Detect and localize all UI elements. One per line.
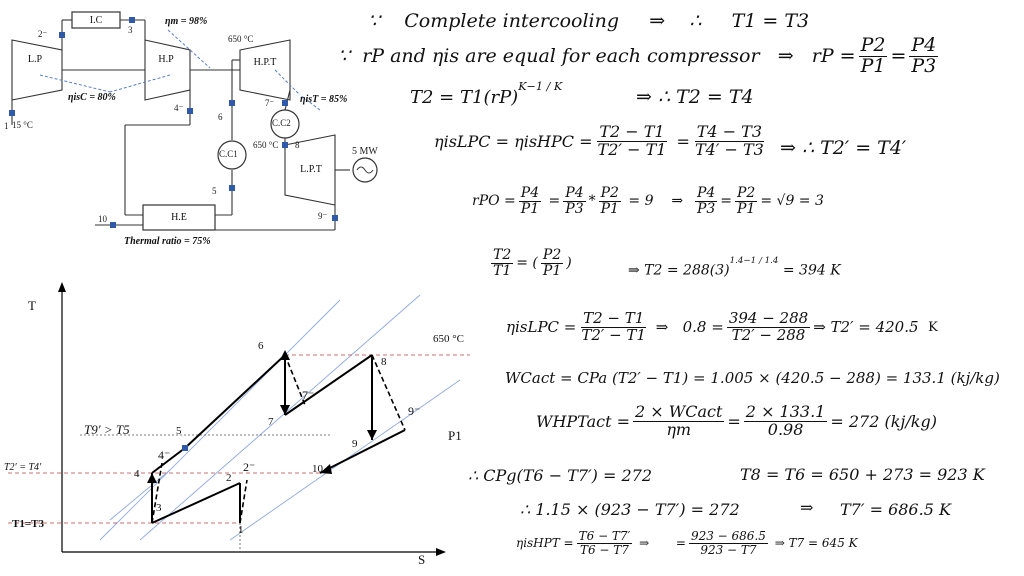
ts-p1-label: P1 — [448, 428, 462, 443]
power-label: 5 MW — [352, 146, 378, 157]
lp-turbine: L.P.T — [300, 163, 322, 175]
eta-isc-label: ηisC = 80% — [68, 92, 116, 103]
ts-point-9: 9 — [352, 438, 358, 450]
hp-compressor: H.P — [158, 53, 174, 65]
temp-650-a: 650 °C — [228, 34, 254, 44]
ts-point-9-act: 9⁻ — [408, 404, 421, 418]
state-9: 9⁻ — [318, 211, 328, 221]
ts-650-label: 650 °C — [433, 333, 464, 345]
eq-line-3b: ⇒ ∴ T2 = T4 — [636, 86, 754, 108]
heat-exchanger: H.E — [171, 211, 187, 223]
eq-line-3: T2 = T1(rP)K−1 / K — [410, 80, 563, 108]
ts-point-4-act: 4⁻ — [158, 448, 171, 462]
eq-line-11b: ⇒ — [800, 498, 814, 517]
ts-lines — [8, 282, 470, 556]
eq-line-2: ∵ rP and ηis are equal for each compress… — [338, 34, 939, 77]
ts-point-3: 3 — [156, 502, 162, 514]
state-8: 8 — [295, 140, 300, 150]
ts-point-4: 4 — [134, 468, 140, 480]
ts-point-6: 6 — [258, 340, 264, 352]
state-1: 1 — [4, 121, 9, 131]
ts-point-2: 2 — [226, 472, 232, 484]
cc1-label: C.C1 — [219, 149, 238, 159]
state-10: 10 — [98, 214, 107, 224]
temp-650-b: 650 °C — [253, 140, 279, 150]
schematic-lines — [9, 11, 378, 231]
state-4: 4⁻ — [174, 103, 184, 113]
state-5: 5 — [212, 186, 217, 196]
ts-t2-t4-label: T2′ = T4′ — [4, 462, 42, 473]
ts-t9-t5-label: T9′ > T5 — [84, 422, 130, 437]
state-3: 3 — [128, 25, 133, 35]
ts-point-7: 7 — [268, 416, 274, 428]
ts-point-2-act: 2⁻ — [243, 460, 256, 474]
eq-line-4b: ⇒ ∴ T2′ = T4′ — [780, 137, 907, 159]
eq-line-8: WCact = CPa (T2′ − T1) = 1.005 × (420.5 … — [505, 369, 1000, 387]
ts-t1-t3-label: T1=T3 — [12, 518, 44, 530]
intercooler: I.C — [89, 14, 103, 26]
eq-line-12: ηisHPT = T6 − T7′T6 − T7 ⇒ = 923 − 686.5… — [516, 529, 858, 557]
eq-line-1: ∵ Complete intercooling ⇒ ∴ T1 = T3 — [368, 10, 810, 32]
ts-point-1: 1 — [238, 524, 244, 536]
ts-point-10: 10 — [312, 463, 323, 475]
eq-line-6b: ⇒ T2 = 288(3)1.4−1 / 1.4 = 394 K — [628, 256, 841, 279]
ts-x-axis-label: S — [418, 552, 426, 567]
eq-line-11c: T7′ = 686.5 K — [840, 500, 951, 519]
ts-point-5: 5 — [176, 425, 182, 437]
eq-line-10a: ∴ CPg(T6 − T7′) = 272 — [468, 466, 653, 485]
thermal-ratio-label: Thermal ratio = 75% — [124, 236, 211, 247]
ts-y-axis-label: T — [28, 298, 36, 313]
eq-line-11a: ∴ 1.15 × (923 − T7′) = 272 — [520, 500, 740, 519]
ts-point-8: 8 — [381, 356, 387, 368]
state-7: 7⁻ — [265, 98, 275, 108]
eq-line-10b: T8 = T6 = 650 + 273 = 923 K — [740, 465, 985, 484]
state-6: 6 — [218, 112, 223, 122]
ts-point-7-act: 7⁻ — [302, 388, 315, 402]
eta-ist-label: ηisT = 85% — [300, 94, 348, 105]
hp-turbine: H.P.T — [253, 56, 277, 68]
lp-compressor: L.P — [27, 53, 43, 65]
eta-m-label: ηm = 98% — [165, 16, 208, 27]
cc2-label: C.C2 — [272, 118, 291, 128]
temp-15: 15 °C — [12, 120, 33, 130]
state-2: 2⁻ — [38, 29, 48, 39]
